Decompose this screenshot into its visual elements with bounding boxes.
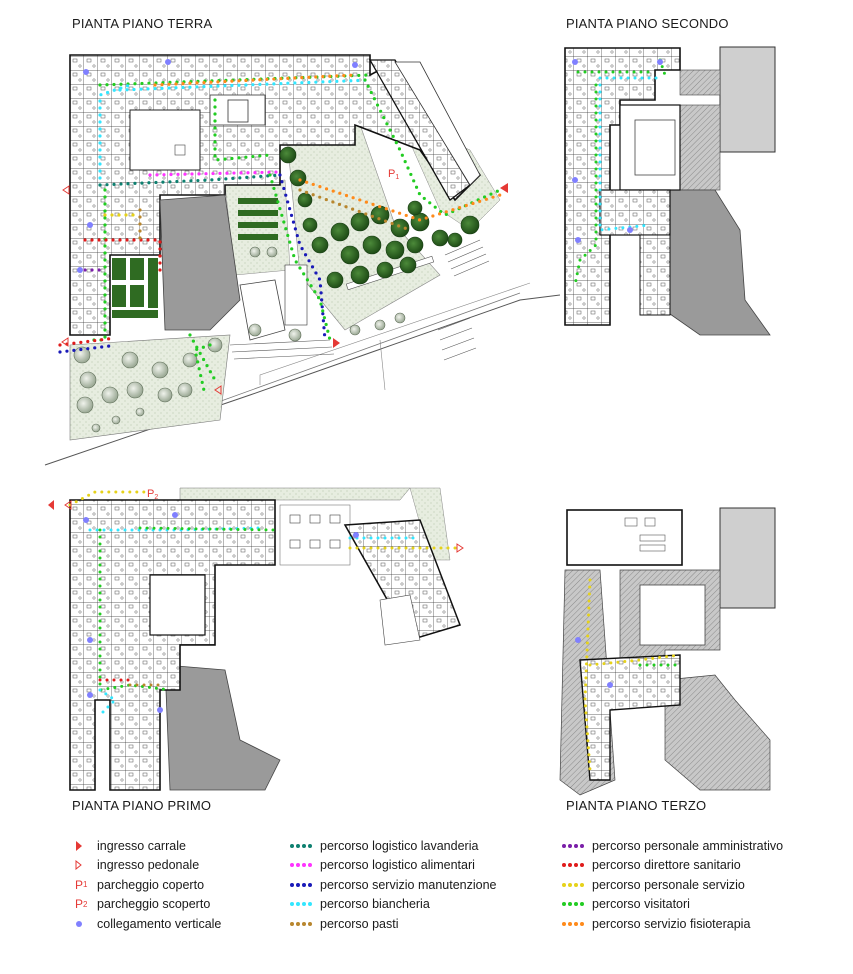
legend-route-visitors: percorso visitatori <box>562 895 783 915</box>
legend-route-food: percorso logistico alimentari <box>290 856 496 876</box>
legend-item-vertical-connection: collegamento verticale <box>75 914 221 934</box>
route-dots-icon <box>562 882 592 887</box>
first-floor-pedestrian-entrance-icon <box>64 500 464 553</box>
legend-route-linen: percorso biancheria <box>290 895 496 915</box>
legend-route-physiotherapy: percorso servizio fisioterapia <box>562 914 783 934</box>
route-dots-icon <box>290 882 320 887</box>
floor-plans-drawing: P1 <box>44 46 776 796</box>
route-dots-icon <box>562 843 592 848</box>
legend-routes-column-a: percorso logistico lavanderia percorso l… <box>290 836 496 934</box>
route-dots-icon <box>290 863 320 868</box>
route-dots-icon <box>562 902 592 907</box>
first-floor-plan: P2 <box>48 487 464 791</box>
route-dots-icon <box>290 843 320 848</box>
route-dots-icon <box>290 902 320 907</box>
title-third-floor: PIANTA PIANO TERZO <box>566 798 707 813</box>
legend-routes-column-b: percorso personale amministrativo percor… <box>562 836 783 934</box>
second-floor-plan <box>564 46 776 336</box>
route-dots-icon <box>290 921 320 926</box>
legend-route-maintenance: percorso servizio manutenzione <box>290 875 496 895</box>
title-first-floor: PIANTA PIANO PRIMO <box>72 798 212 813</box>
route-dots-icon <box>562 921 592 926</box>
route-dots-icon <box>562 863 592 868</box>
legend-route-laundry: percorso logistico lavanderia <box>290 836 496 856</box>
legend-item-pedestrian-entrance: ingresso pedonale <box>75 856 221 876</box>
filled-triangle-icon <box>75 840 97 851</box>
first-floor-carriage-entrance-icon <box>48 500 54 510</box>
legend-route-medical-director: percorso direttore sanitario <box>562 856 783 876</box>
pedestrian-entrance-icon <box>61 185 222 395</box>
parking-p2-label: P2 <box>147 488 158 501</box>
legend-route-admin-staff: percorso personale amministrativo <box>562 836 783 856</box>
legend-route-meals: percorso pasti <box>290 914 496 934</box>
title-ground-floor: PIANTA PIANO TERRA <box>72 16 213 31</box>
ground-floor-plan: P1 <box>44 54 561 466</box>
legend-item-carriage-entrance: ingresso carrale <box>75 836 221 856</box>
dot-icon <box>75 920 97 928</box>
legend-route-service-staff: percorso personale servizio <box>562 875 783 895</box>
third-floor-plan <box>559 507 776 796</box>
title-second-floor: PIANTA PIANO SECONDO <box>566 16 729 31</box>
carriage-entrance-icon <box>333 183 508 348</box>
outline-triangle-icon <box>75 860 97 871</box>
parking-p1-label: P1 <box>388 168 399 181</box>
